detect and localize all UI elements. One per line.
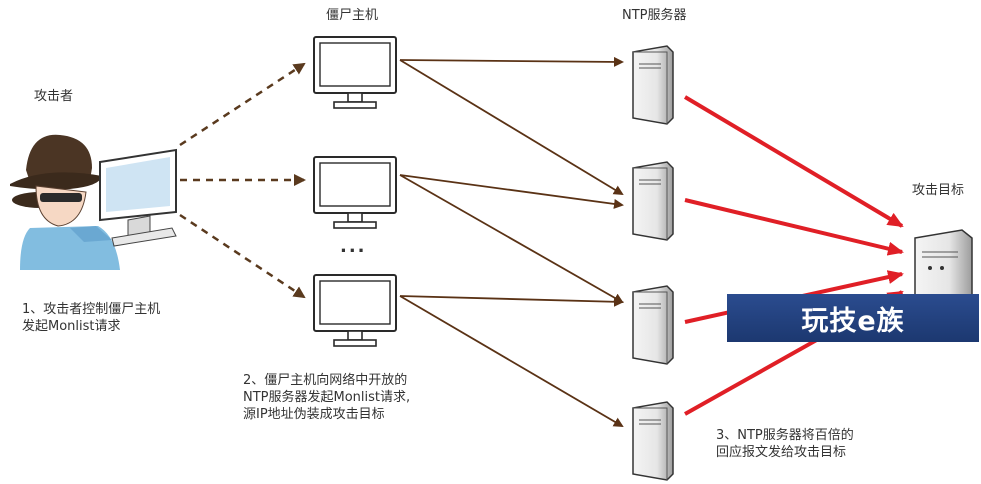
request-arrow-3a [399, 295, 624, 307]
request-arrow-2a [399, 174, 624, 209]
ntp-server-1 [632, 45, 674, 125]
label-ntp-servers: NTP服务器 [622, 8, 687, 23]
request-arrow-1a [399, 56, 624, 67]
step2-line3: 源IP地址伪装成攻击目标 [243, 407, 385, 422]
step1-text: 1、攻击者控制僵尸主机 发起Monlist请求 [22, 301, 160, 335]
step3-line2: 回应报文发给攻击目标 [716, 445, 847, 460]
step1-line2: 发起Monlist请求 [22, 319, 121, 334]
dashed-arrow-to-host-3 [179, 213, 306, 299]
response-arrow-1 [683, 95, 904, 228]
ntp-server-3 [632, 285, 674, 365]
zombie-host-2 [313, 156, 397, 229]
response-arrow-2 [684, 198, 904, 256]
ntp-server-4 [632, 401, 674, 481]
label-zombie-hosts: 僵尸主机 [326, 8, 379, 23]
label-attacker: 攻击者 [34, 89, 74, 104]
request-arrow-3b [399, 295, 624, 428]
request-arrow-1b [399, 59, 624, 196]
step2-line2: NTP服务器发起Monlist请求, [243, 390, 411, 405]
zombie-host-3 [313, 274, 397, 347]
step3-line1: 3、NTP服务器将百倍的 [716, 428, 854, 443]
ntp-server-2 [632, 161, 674, 241]
zombie-host-1 [313, 36, 397, 109]
step2-text: 2、僵尸主机向网络中开放的 NTP服务器发起Monlist请求, 源IP地址伪装… [243, 372, 410, 423]
target-server [914, 229, 973, 301]
ellipsis-more-hosts: ... [340, 236, 367, 257]
watermark-text: 玩技e族 [801, 305, 905, 337]
label-target: 攻击目标 [912, 183, 965, 198]
step2-line1: 2、僵尸主机向网络中开放的 [243, 373, 408, 388]
dashed-arrow-to-host-1 [179, 62, 306, 147]
step1-line1: 1、攻击者控制僵尸主机 [22, 302, 161, 317]
step3-text: 3、NTP服务器将百倍的 回应报文发给攻击目标 [716, 427, 854, 461]
watermark-banner: 玩技e族 [727, 294, 979, 342]
attacker-illustration [10, 134, 177, 270]
request-arrow-2b [399, 174, 624, 303]
